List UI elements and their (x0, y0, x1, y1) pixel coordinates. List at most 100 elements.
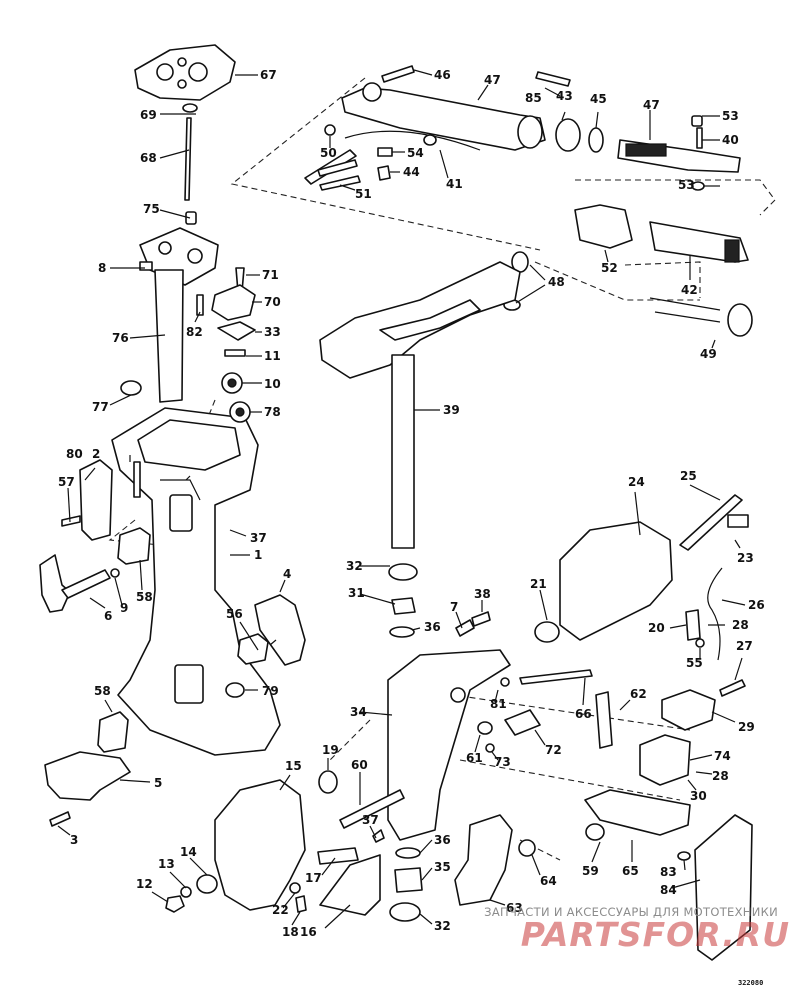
label-44: 44 (403, 165, 420, 179)
spring-17 (317, 847, 359, 865)
label-53b: 53 (678, 178, 695, 192)
washer-22 (289, 882, 301, 894)
bushing-35 (394, 867, 423, 893)
steering-handle-47 (341, 82, 546, 151)
plate-5 (44, 751, 131, 801)
label-30: 30 (690, 789, 707, 803)
label-20: 20 (648, 621, 665, 635)
label-26: 26 (748, 598, 765, 612)
bushing-32 (388, 563, 418, 581)
pin-81 (500, 677, 510, 687)
plug-61 (477, 721, 493, 735)
washer-13 (180, 886, 192, 898)
screw-27 (719, 679, 746, 697)
label-56: 56 (226, 607, 243, 621)
label-13: 13 (158, 857, 175, 871)
label-16: 16 (300, 925, 317, 939)
knob-64 (518, 839, 536, 857)
swivel-bracket-34 (387, 649, 511, 841)
label-84: 84 (660, 883, 677, 897)
label-58: 58 (136, 590, 153, 604)
label-82: 82 (186, 325, 203, 339)
label-48: 48 (548, 275, 565, 289)
label-47: 47 (484, 73, 501, 87)
label-5: 5 (154, 776, 162, 790)
grommet-79 (225, 682, 245, 698)
label-27: 27 (736, 639, 753, 653)
label-37b: 37 (362, 813, 379, 827)
screw-44 (377, 165, 391, 181)
label-2: 2 (92, 447, 100, 461)
plug-77 (120, 380, 142, 396)
label-21: 21 (530, 577, 547, 591)
label-78: 78 (264, 405, 281, 419)
label-80: 80 (66, 447, 83, 461)
rod-66 (519, 669, 593, 685)
bolt-60 (339, 789, 405, 829)
washer-55 (695, 638, 705, 648)
label-62: 62 (630, 687, 647, 701)
ring-43 (555, 118, 581, 152)
label-36: 36 (424, 620, 441, 634)
screw-8 (139, 261, 153, 271)
clamp-bracket-15 (214, 779, 306, 911)
spring-62 (595, 691, 613, 749)
label-23: 23 (737, 551, 754, 565)
label-34: 34 (350, 705, 367, 719)
bolt-14 (196, 874, 218, 894)
label-67: 67 (260, 68, 277, 82)
label-29: 29 (738, 720, 755, 734)
label-11: 11 (264, 349, 281, 363)
throttle-shaft-47b (617, 139, 741, 173)
bolt-2 (133, 461, 141, 498)
label-3: 3 (70, 833, 78, 847)
label-49: 49 (700, 347, 717, 361)
label-9: 9 (120, 601, 128, 615)
label-32b: 32 (434, 919, 451, 933)
label-35: 35 (434, 860, 451, 874)
housing-70 (211, 284, 256, 321)
pin-82 (196, 294, 204, 316)
switch-49 (649, 297, 753, 337)
link-85 (535, 71, 571, 87)
clamp-bracket-24 (559, 521, 673, 641)
label-50: 50 (320, 146, 337, 160)
label-69: 69 (140, 108, 157, 122)
bushing-32b (389, 902, 421, 922)
label-83: 83 (660, 865, 677, 879)
oring-36 (389, 626, 415, 638)
lever-6 (39, 554, 111, 613)
label-19: 19 (322, 743, 339, 757)
spring-26 (707, 567, 723, 661)
clip-54 (377, 147, 393, 157)
label-61: 61 (466, 751, 483, 765)
nut-12 (165, 895, 185, 913)
frame-84 (694, 814, 753, 961)
cover-80 (79, 459, 113, 541)
screw-38 (471, 611, 491, 627)
label-8: 8 (98, 261, 106, 275)
watermark: ЗАПЧАСТИ И АКСЕССУАРЫ ДЛЯ МОТОТЕХНИКИ PA… (484, 905, 790, 954)
gear-10 (221, 372, 243, 394)
grommet-75 (185, 211, 197, 225)
screw-7 (455, 619, 475, 637)
label-28: 28 (732, 618, 749, 632)
label-36b: 36 (434, 833, 451, 847)
label-60: 60 (351, 758, 368, 772)
label-54: 54 (407, 146, 424, 160)
washer-50 (324, 124, 336, 136)
label-76: 76 (112, 331, 129, 345)
label-45: 45 (590, 92, 607, 106)
label-75: 75 (143, 202, 160, 216)
washer-83 (677, 851, 691, 861)
label-72: 72 (545, 743, 562, 757)
lever-63 (454, 814, 513, 906)
watermark-logo-text: PARTSFOR.RU (521, 915, 790, 954)
callout-labels: 67 69 68 75 8 76 77 71 70 82 33 11 10 78… (58, 68, 765, 939)
pins-51 (317, 159, 361, 191)
label-64: 64 (540, 874, 557, 888)
label-85: 85 (525, 91, 542, 105)
label-46: 46 (434, 68, 451, 82)
label-66: 66 (575, 707, 592, 721)
label-71: 71 (262, 268, 279, 282)
